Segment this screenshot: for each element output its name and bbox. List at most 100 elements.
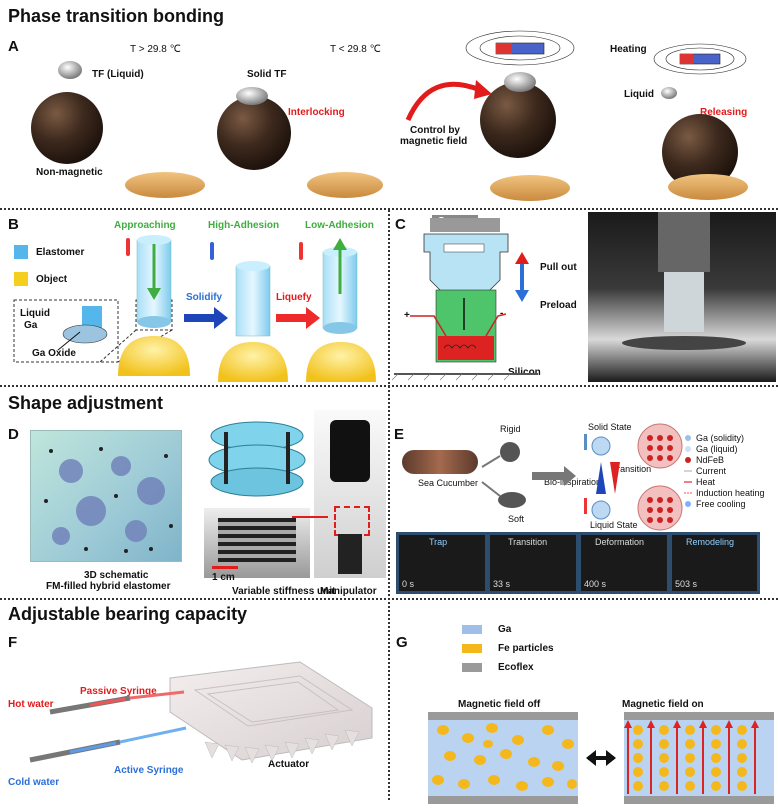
frame-title-trap: Trap — [429, 537, 448, 547]
actuator-teeth — [204, 729, 360, 764]
manipulator-label: Manipulator — [320, 586, 377, 597]
tf-liquid-label: TF (Liquid) — [92, 69, 144, 80]
panel-label-d: D — [8, 426, 19, 443]
solidify-label: Solidify — [186, 292, 223, 303]
releasing-label: Releasing — [700, 107, 748, 118]
e-legend-markers — [684, 435, 692, 507]
disk-4 — [668, 174, 748, 200]
random-particles — [432, 723, 577, 791]
panel-g-illustration — [428, 712, 774, 804]
control-label-1: Control by — [410, 125, 460, 136]
rigid-icon — [500, 442, 520, 462]
field-on-label: Magnetic field on — [622, 699, 704, 710]
disk-1 — [125, 172, 205, 198]
e-legend-6: Free cooling — [696, 499, 746, 509]
wood-ball-1 — [31, 92, 103, 164]
field-on-chamber — [624, 720, 774, 796]
temp-high: T > 29.8 ℃ — [130, 44, 181, 55]
frame-title-remodeling: Remodeling — [686, 537, 735, 547]
panel-label-c: C — [395, 216, 406, 233]
tensile-test-photo — [588, 212, 776, 382]
frame-remodeling: Remodeling 503 s — [672, 535, 757, 591]
object-1 — [118, 336, 190, 376]
e-legend-1: Ga (liquid) — [696, 444, 738, 454]
schematic-label-2: FM-filled hybrid elastomer — [46, 581, 171, 592]
liquid-ga-label-1: Liquid — [20, 308, 50, 319]
ga-swatch — [462, 625, 482, 634]
panel-label-e: E — [394, 426, 405, 443]
temp-low: T < 29.8 ℃ — [330, 44, 381, 55]
approaching-label: Approaching — [114, 220, 176, 231]
frame-title-transition: Transition — [508, 537, 548, 547]
solid-tf-cap-2 — [236, 87, 268, 105]
test-rig — [658, 212, 710, 272]
actuator-body — [169, 661, 373, 761]
non-magnetic-label: Non-magnetic — [36, 167, 103, 178]
frame-deformation: Deformation 400 s — [581, 535, 667, 591]
disk-3 — [490, 175, 570, 201]
transition-arrow-up — [596, 462, 606, 494]
hot-water-label: Hot water — [8, 699, 54, 710]
frame-title-deformation: Deformation — [595, 537, 645, 547]
disk-2 — [307, 172, 383, 198]
passive-syringe-label: Passive Syringe — [80, 686, 157, 697]
solid-tf-cap-3 — [504, 72, 536, 92]
frame-time-remodeling: 503 s — [675, 579, 698, 589]
frame-time-deformation: 400 s — [584, 579, 607, 589]
e-legend-2: NdFeB — [696, 455, 725, 465]
liquefy-arrow — [276, 307, 320, 329]
panel-label-g: G — [396, 634, 408, 651]
liquid-droplet — [591, 500, 611, 520]
hybrid-elastomer-cube — [30, 430, 182, 562]
object-label: Object — [36, 274, 68, 285]
solidify-arrow — [184, 307, 228, 329]
minus-label: - — [500, 308, 504, 319]
panel-a-illustration — [31, 30, 748, 201]
test-sample — [664, 272, 704, 332]
wood-ball-4 — [662, 114, 738, 190]
cold-water-label: Cold water — [8, 777, 60, 788]
liquid-state-label: Liquid State — [590, 520, 638, 530]
passive-tube — [129, 690, 185, 700]
thermometer-2 — [210, 242, 214, 260]
manipulator-photo — [314, 410, 386, 578]
fe-swatch — [462, 644, 482, 653]
pull-out-label: Pull out — [540, 262, 577, 273]
elastomer-swatch — [14, 245, 28, 259]
low-adhesion-label: Low-Adhesion — [305, 220, 374, 231]
frame-time-trap: 0 s — [402, 579, 415, 589]
plus-label: + — [404, 310, 410, 321]
elastomer-label: Elastomer — [36, 247, 85, 258]
fe-legend-label: Fe particles — [498, 643, 554, 654]
rigid-label: Rigid — [500, 424, 521, 434]
transition-label: Transition — [612, 464, 652, 474]
solid-tf-label: Solid TF — [247, 69, 287, 80]
ga-oxide-label: Ga Oxide — [32, 348, 76, 359]
active-syringe-label: Active Syringe — [114, 765, 184, 776]
interlocking-label: Interlocking — [288, 107, 345, 118]
bio-arrow — [532, 466, 576, 486]
tf-liquid-droplet — [58, 61, 82, 79]
wood-ball-3 — [480, 82, 556, 158]
vsu-label: Variable stiffness unit — [232, 586, 336, 597]
vsu-photo-top — [204, 412, 310, 504]
panel-label-f: F — [8, 634, 18, 651]
high-adhesion-label: High-Adhesion — [208, 220, 280, 231]
wood-ball-2 — [217, 96, 291, 170]
silicon-label: Silicon — [508, 367, 541, 378]
ga-legend-label: Ga — [498, 624, 512, 635]
bio-inspiration-label: Bio-inspiration — [544, 477, 602, 487]
control-arrow — [405, 81, 481, 122]
vsu-photo-bottom — [204, 508, 310, 578]
liquid-ga-label-2: Ga — [24, 320, 38, 331]
ecoflex-legend-label: Ecoflex — [498, 662, 534, 673]
actuator-label: Actuator — [268, 759, 310, 770]
liquid-label: Liquid — [624, 89, 654, 100]
transition-arrow-down — [610, 462, 620, 494]
section-title-shape-adjustment: Shape adjustment — [8, 393, 164, 413]
chained-particles — [624, 720, 759, 794]
video-frames: Trap 0 s Transition 33 s Deformation 400… — [396, 532, 760, 594]
frame-time-transition: 33 s — [493, 579, 511, 589]
e-legend-5: Induction heating — [696, 488, 765, 498]
panel-c-illustration — [391, 218, 538, 381]
